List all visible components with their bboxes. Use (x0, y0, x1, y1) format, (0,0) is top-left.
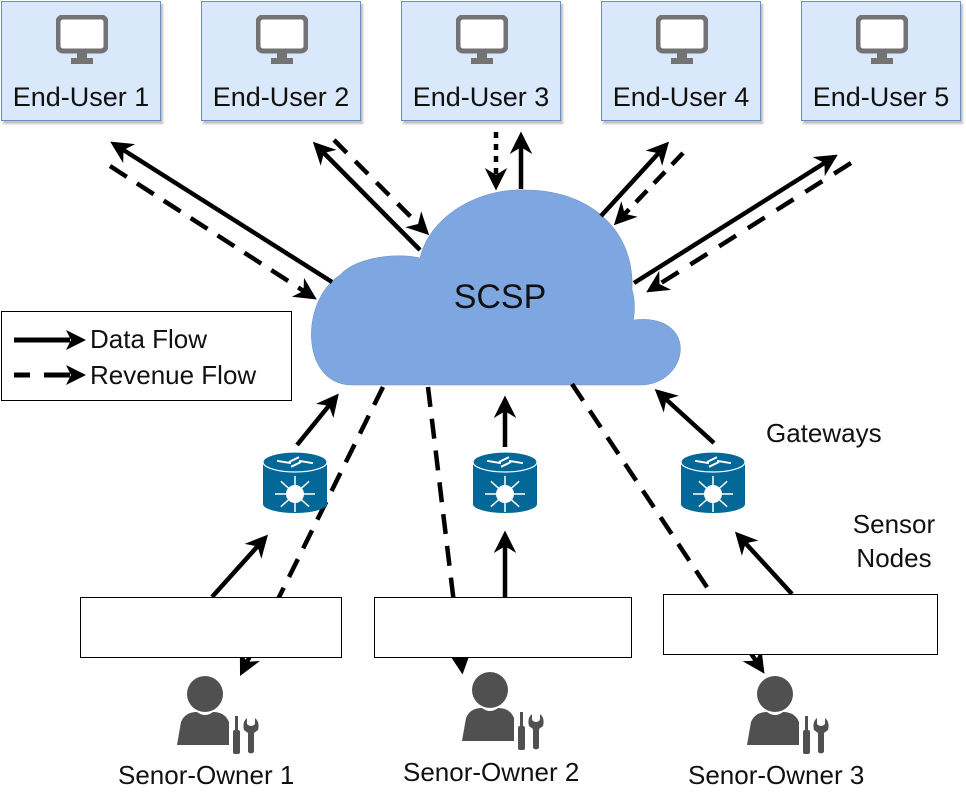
owner-with-tools-icon (462, 672, 544, 750)
owner-with-tools-icon (747, 676, 829, 754)
sensor-group-3 (663, 594, 938, 655)
data-flow-arrow-to-end-user-5 (632, 154, 838, 285)
scsp-label: SCSP (453, 278, 547, 316)
end-user-label: End-User 3 (412, 82, 550, 112)
data-flow-arrow-gateway3-to-cloud (654, 388, 716, 445)
revenue-flow-arrow-from-end-user-2 (332, 138, 430, 236)
end-user-label: End-User 1 (12, 82, 150, 112)
scsp-cloud (311, 189, 681, 386)
gateway-router-icon (262, 451, 328, 513)
owner-with-tools-icon (177, 676, 259, 754)
end-user-1-box[interactable]: End-User 1 (1, 1, 161, 121)
monitor-icon (656, 15, 708, 64)
sensor-owner-1-label: Senor-Owner 1 (118, 760, 295, 790)
sensor-group-2 (374, 597, 632, 658)
solid-arrow-icon (14, 330, 86, 350)
legend-data-flow-label: Data Flow (90, 324, 208, 354)
data-flow-arrow-sensors3-to-gateway3 (734, 531, 794, 596)
monitor-icon (56, 15, 108, 64)
data-flow-arrow-sensors1-to-gateway1 (210, 534, 269, 599)
revenue-flow-arrow-from-end-user-5 (646, 161, 853, 293)
end-user-4-box[interactable]: End-User 4 (601, 1, 761, 121)
data-flow-arrow-gateway1-to-cloud (295, 393, 339, 447)
gateway-router-icon (472, 451, 538, 513)
end-user-label: End-User 2 (212, 82, 350, 112)
gateway-router-icon (680, 451, 746, 513)
sensor-nodes-label-line2: Nodes (856, 543, 932, 573)
revenue-flow-arrow-from-end-user-4 (613, 151, 685, 226)
sensor-group-1 (80, 597, 342, 658)
legend: Data Flow Revenue Flow (1, 311, 292, 401)
monitor-icon (856, 15, 908, 64)
data-flow-arrow-to-end-user-2 (312, 141, 422, 252)
end-user-label: End-User 5 (812, 82, 950, 112)
monitor-icon (456, 15, 508, 64)
end-user-5-box[interactable]: End-User 5 (801, 1, 961, 121)
gateways-label: Gateways (766, 418, 882, 448)
revenue-flow-arrow-cloud-to-owner-3 (570, 382, 765, 674)
data-flow-arrow-to-end-user-1 (110, 141, 334, 284)
legend-revenue-flow-label: Revenue Flow (90, 360, 257, 390)
end-user-label: End-User 4 (612, 82, 750, 112)
end-user-2-box[interactable]: End-User 2 (201, 1, 361, 121)
revenue-flow-arrow-from-end-user-1 (108, 164, 317, 300)
sensor-owner-3-label: Senor-Owner 3 (688, 760, 865, 790)
monitor-icon (256, 15, 308, 64)
dashed-arrow-icon (14, 365, 86, 385)
data-flow-arrow-to-end-user-4 (599, 141, 670, 218)
sensor-nodes-label-line1: Sensor (852, 509, 936, 539)
sensor-owner-2-label: Senor-Owner 2 (403, 757, 580, 787)
end-user-3-box[interactable]: End-User 3 (401, 1, 561, 121)
